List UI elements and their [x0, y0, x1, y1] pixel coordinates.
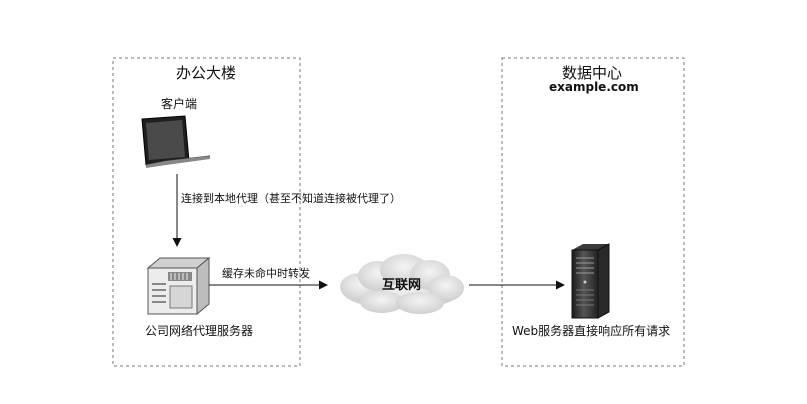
datacenter-frame	[501, 57, 685, 367]
client-to-proxy-label: 连接到本地代理（甚至不知道连接被代理了）	[181, 192, 401, 205]
internet-label: 互联网	[382, 278, 422, 293]
proxy-to-internet-label: 缓存未命中时转发	[222, 267, 310, 280]
proxy-server-icon	[146, 256, 211, 316]
internet-cloud-icon	[340, 254, 464, 314]
datacenter-domain: example.com	[549, 80, 639, 94]
client-label: 客户端	[161, 97, 198, 111]
proxy-server-label: 公司网络代理服务器	[145, 324, 254, 338]
web-server-icon	[571, 243, 610, 319]
office-building-title: 办公大楼	[176, 64, 237, 82]
web-server-label: Web服务器直接响应所有请求	[512, 324, 671, 338]
datacenter-title: 数据中心	[562, 64, 623, 82]
office-building-frame	[112, 57, 301, 367]
laptop-icon	[141, 115, 211, 168]
